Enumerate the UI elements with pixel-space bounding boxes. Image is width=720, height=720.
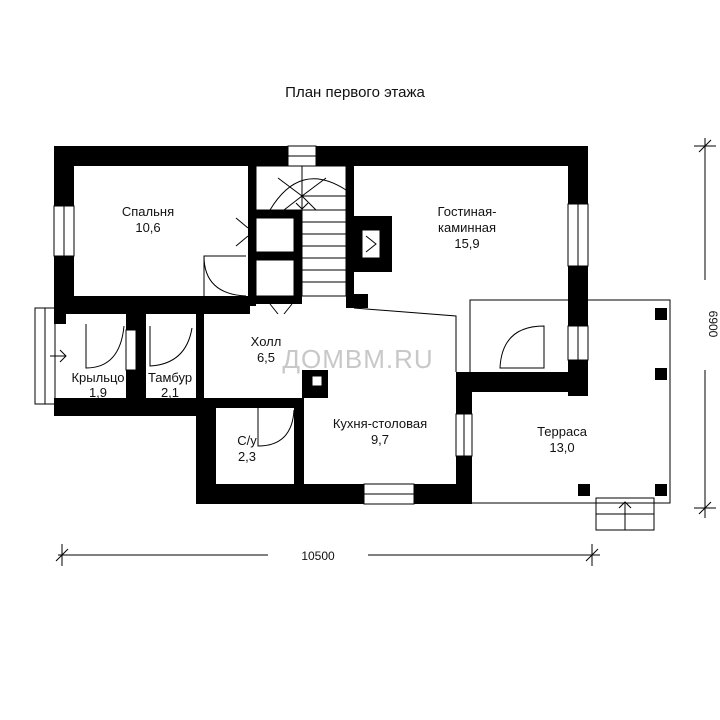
dimension-height: 6900 bbox=[694, 138, 720, 518]
svg-text:2,3: 2,3 bbox=[238, 449, 256, 464]
room-label-porch: Крыльцо 1,9 bbox=[71, 370, 124, 400]
svg-text:Тамбур: Тамбур bbox=[148, 370, 192, 385]
room-label-kitchen: Кухня-столовая 9,7 bbox=[333, 416, 427, 447]
svg-text:10,6: 10,6 bbox=[135, 220, 160, 235]
dimension-height-label: 6900 bbox=[706, 311, 720, 338]
svg-text:Гостиная-: Гостиная- bbox=[438, 204, 497, 219]
room-label-bedroom: Спальня 10,6 bbox=[122, 204, 174, 235]
porch-steps bbox=[34, 307, 67, 405]
svg-text:Крыльцо: Крыльцо bbox=[71, 370, 124, 385]
svg-text:13,0: 13,0 bbox=[549, 440, 574, 455]
svg-text:15,9: 15,9 bbox=[454, 236, 479, 251]
dimension-width: 10500 bbox=[55, 544, 600, 566]
svg-text:Кухня-столовая: Кухня-столовая bbox=[333, 416, 427, 431]
room-label-toilet: С/у 2,3 bbox=[237, 433, 257, 464]
svg-text:Холл: Холл bbox=[251, 334, 282, 349]
watermark: ДОМВМ.RU bbox=[282, 344, 433, 374]
svg-text:Терраса: Терраса bbox=[537, 424, 588, 439]
windows bbox=[53, 145, 589, 505]
svg-text:2,1: 2,1 bbox=[161, 385, 179, 400]
room-label-living-room: Гостиная- каминная 15,9 bbox=[438, 204, 497, 251]
doors bbox=[85, 217, 545, 447]
svg-text:С/у: С/у bbox=[237, 433, 257, 448]
fireplace bbox=[354, 216, 392, 272]
room-label-vestibule: Тамбур 2,1 bbox=[148, 370, 192, 400]
plan-title: План первого этажа bbox=[285, 84, 425, 101]
dimension-width-label: 10500 bbox=[301, 549, 335, 563]
svg-text:6,5: 6,5 bbox=[257, 350, 275, 365]
room-label-hall: Холл 6,5 bbox=[251, 334, 282, 365]
interior-walls bbox=[126, 146, 368, 498]
svg-text:1,9: 1,9 bbox=[89, 385, 107, 400]
svg-text:Спальня: Спальня bbox=[122, 204, 174, 219]
room-label-terrace: Терраса 13,0 bbox=[537, 424, 588, 455]
terrace-steps bbox=[595, 497, 655, 531]
svg-text:каминная: каминная bbox=[438, 220, 496, 235]
svg-text:9,7: 9,7 bbox=[371, 432, 389, 447]
